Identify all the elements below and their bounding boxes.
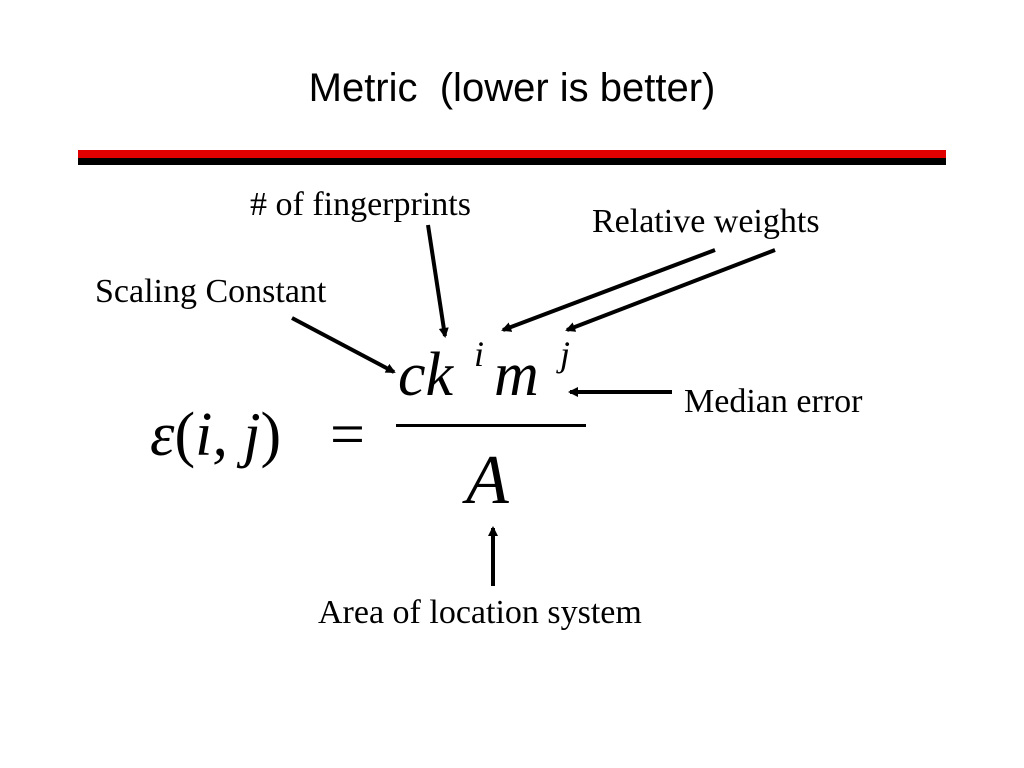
fraction-bar [396,424,586,427]
title-rule-black [78,158,946,165]
formula-superscript-i: i [474,334,485,374]
formula-epsilon: ε [150,401,175,469]
formula-denominator: A [466,442,509,519]
arrow-scaling-constant [291,316,396,374]
label-relative-weights: Relative weights [592,203,820,240]
label-fingerprints: # of fingerprints [250,186,471,223]
formula-lhs: ε(i, j) [150,404,281,466]
formula-args: i, j [195,401,261,469]
slide-title: Metric (lower is better) [308,66,716,110]
label-scaling-constant: Scaling Constant [95,273,327,310]
arrow-weight-j [565,248,776,332]
arrow-weight-i [501,248,716,332]
formula-numerator-ck: ck [398,341,454,409]
label-median-error: Median error [684,383,863,420]
formula-paren-open: ( [174,401,196,469]
formula-numerator-m: m [494,341,539,409]
formula-superscript-j: j [560,334,571,374]
title-rule-red [78,150,946,158]
formula-equals: = [330,401,365,469]
label-area: Area of location system [318,594,642,631]
arrow-fingerprints [426,224,449,338]
formula-paren-close: ) [260,401,282,469]
